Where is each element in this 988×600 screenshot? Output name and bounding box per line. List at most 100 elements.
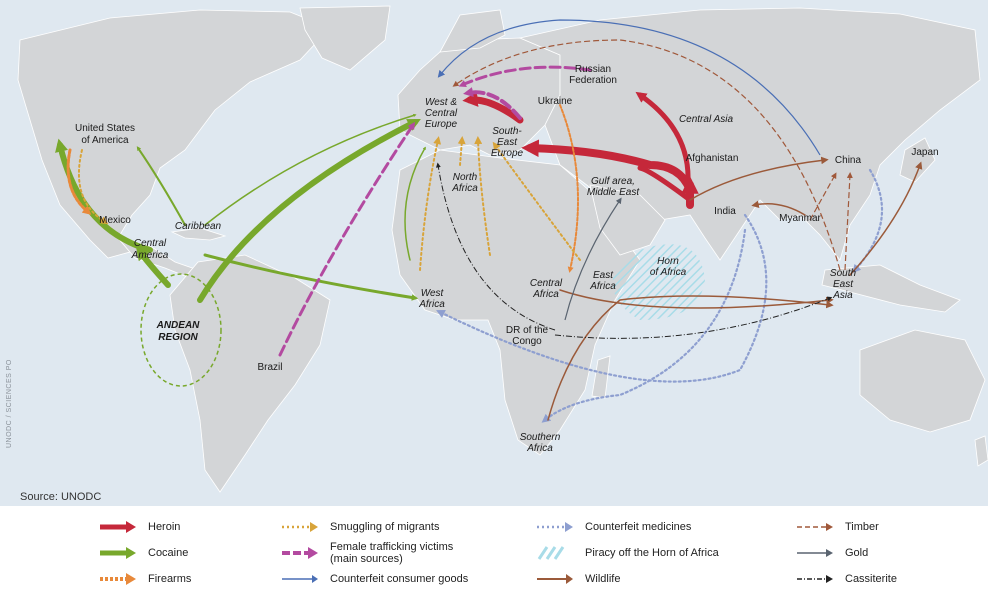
migrants-central-africa-to-europe xyxy=(474,136,491,256)
piracy-zone xyxy=(612,244,705,320)
cocaine-to-west-africa xyxy=(203,253,419,301)
land-masses xyxy=(17,5,988,493)
andean-region-outline xyxy=(140,273,222,387)
new-zealand xyxy=(974,435,988,467)
cocaine-andes-to-europe xyxy=(197,119,421,303)
medicines-india-to-southern-africa xyxy=(541,228,747,423)
legend-item-wildlife: Wildlife xyxy=(535,568,620,590)
southeast-asia-islands xyxy=(821,264,961,313)
migrants-mexico-usa xyxy=(78,149,109,225)
heroin-afghanistan-west xyxy=(637,165,693,203)
legend-label-cocaine: Cocaine xyxy=(148,547,189,559)
caribbean-islands xyxy=(170,227,227,241)
scandinavia xyxy=(439,9,506,53)
legend-item-gold: Gold xyxy=(795,542,868,564)
cassiterite-swatch-icon xyxy=(797,575,833,583)
migrants-west-africa-to-europe xyxy=(419,136,442,271)
africa xyxy=(391,149,641,456)
legend-label-firearms: Firearms xyxy=(148,573,192,585)
female-se-europe-to-europe xyxy=(463,87,522,120)
heroin-swatch-icon xyxy=(100,521,136,533)
place-label-central-asia: Central Asia xyxy=(679,114,734,125)
legend-label-gold: Gold xyxy=(845,547,869,559)
place-label-india: India xyxy=(714,206,736,217)
legend-label-heroin: Heroin xyxy=(148,521,181,533)
wildlife-routes xyxy=(547,156,923,421)
female-trafficking-swatch-icon xyxy=(282,547,318,559)
legend-label-piracy: Piracy off the Horn of Africa xyxy=(585,547,719,559)
legend-item-migrants: Smuggling of migrants xyxy=(280,516,439,538)
heroin-se-europe-to-west-europe xyxy=(462,91,524,124)
legend-label-migrants: Smuggling of migrants xyxy=(330,521,440,533)
cocaine-swatch-icon xyxy=(100,547,136,559)
firearms-swatch-icon xyxy=(100,573,136,585)
counterfeit-goods-swatch-icon xyxy=(282,575,318,583)
legend-item-cocaine: Cocaine xyxy=(98,542,188,564)
migrants-swatch-icon xyxy=(282,522,318,532)
heroin-afghanistan-to-russia xyxy=(635,91,691,185)
place-label-afghanistan: Afghanistan xyxy=(686,153,739,164)
timber-se-asia-to-china xyxy=(844,172,853,271)
medicines-india-to-west-africa xyxy=(436,213,768,383)
cocaine-central-america-to-usa xyxy=(55,138,153,253)
female-russia-to-europe xyxy=(458,65,592,87)
cassiterite-routes xyxy=(435,162,833,339)
wildlife-myanmar-to-india xyxy=(751,200,806,216)
gold-drc-to-gulf xyxy=(564,197,622,321)
legend-item-piracy: Piracy off the Horn of Africa xyxy=(535,542,719,564)
firearms-ukraine-to-central-africa xyxy=(559,104,579,273)
legend-item-counterfeit-goods: Counterfeit consumer goods xyxy=(280,568,468,590)
heroin-afghanistan-to-se-europe xyxy=(521,139,694,194)
place-label-mexico: Mexico xyxy=(99,215,131,226)
legend-label-female-trafficking: Female trafficking victims(main sources) xyxy=(330,541,454,565)
timber-swatch-icon xyxy=(797,523,833,531)
legend-label-counterfeit-goods: Counterfeit consumer goods xyxy=(330,573,469,585)
female-trafficking-routes xyxy=(278,65,592,357)
place-label-brazil: Brazil xyxy=(257,362,282,373)
wildlife-southern-africa-to-se-asia xyxy=(547,295,834,421)
wildlife-afghanistan-to-china xyxy=(689,156,829,201)
heroin-routes xyxy=(462,91,699,209)
south-america xyxy=(169,254,331,493)
firearms-routes xyxy=(66,104,579,273)
timber-routes xyxy=(452,39,853,271)
legend-label-counterfeit-medicines: Counterfeit medicines xyxy=(585,521,692,533)
legend-item-heroin: Heroin xyxy=(98,516,180,538)
place-label-china: China xyxy=(835,155,862,166)
piracy-swatch-icon xyxy=(537,546,565,560)
legend-item-cassiterite: Cassiterite xyxy=(795,568,897,590)
legend: Heroin Cocaine Firearms Smuggling of mig… xyxy=(0,506,988,600)
gold-swatch-icon xyxy=(797,549,833,557)
legend-label-cassiterite: Cassiterite xyxy=(845,573,897,585)
wildlife-swatch-icon xyxy=(537,574,573,584)
cocaine-caribbean-to-europe xyxy=(204,113,417,226)
migrants-north-africa-to-europe xyxy=(457,136,466,166)
wildlife-central-africa-to-se-asia xyxy=(559,289,834,309)
cocaine-west-africa-to-europe xyxy=(404,146,426,261)
legend-label-wildlife: Wildlife xyxy=(585,573,621,585)
timber-se-asia-to-europe xyxy=(452,39,841,271)
cassiterite-drc-to-se-asia xyxy=(554,296,833,339)
place-label-myanmar: Myanmar xyxy=(779,213,821,224)
cassiterite-drc-to-europe xyxy=(435,162,556,331)
cocaine-caribbean-to-usa xyxy=(136,146,186,226)
migrants-east-africa-to-europe xyxy=(492,141,581,261)
cocaine-andes-to-central-america xyxy=(135,246,171,288)
japan xyxy=(899,137,936,183)
counterfeit-medicines-swatch-icon xyxy=(537,522,573,532)
